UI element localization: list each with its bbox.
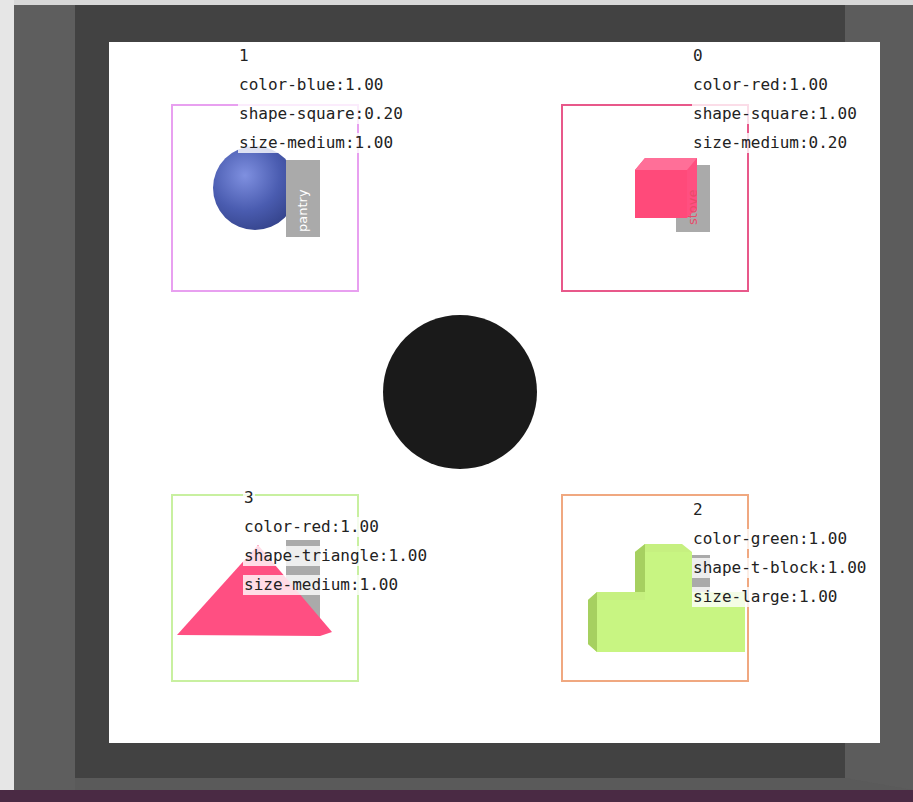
attribute-score: color-blue:1.00 — [238, 75, 385, 95]
detection-box: 3color-red:1.00shape-triangle:1.00size-m… — [171, 494, 359, 682]
detection-box: 0color-red:1.00shape-square:1.00size-med… — [561, 104, 749, 292]
attribute-score: shape-triangle:1.00 — [243, 546, 428, 566]
object-id: 3 — [243, 488, 255, 508]
attribute-score: shape-square:0.20 — [238, 104, 404, 124]
detection-box: 1color-blue:1.00shape-square:0.20size-me… — [171, 104, 359, 292]
attribute-score: color-green:1.00 — [692, 529, 848, 549]
object-id: 0 — [692, 46, 704, 66]
attribute-score: shape-square:1.00 — [692, 104, 858, 124]
object-id: 1 — [238, 46, 250, 66]
detection-box: 2color-green:1.00shape-t-block:1.00size-… — [561, 494, 749, 682]
attribute-score: size-medium:0.20 — [692, 133, 848, 153]
attribute-score: size-medium:1.00 — [238, 133, 394, 153]
object-id: 2 — [692, 500, 704, 520]
location-tag: stove — [685, 189, 701, 225]
attribute-score: size-large:1.00 — [692, 587, 839, 607]
location-tag: pantry — [295, 189, 311, 232]
attribute-score: size-medium:1.00 — [243, 575, 399, 595]
attribute-score: color-red:1.00 — [692, 75, 829, 95]
attribute-score: color-red:1.00 — [243, 517, 380, 537]
attribute-score: shape-t-block:1.00 — [692, 558, 867, 578]
